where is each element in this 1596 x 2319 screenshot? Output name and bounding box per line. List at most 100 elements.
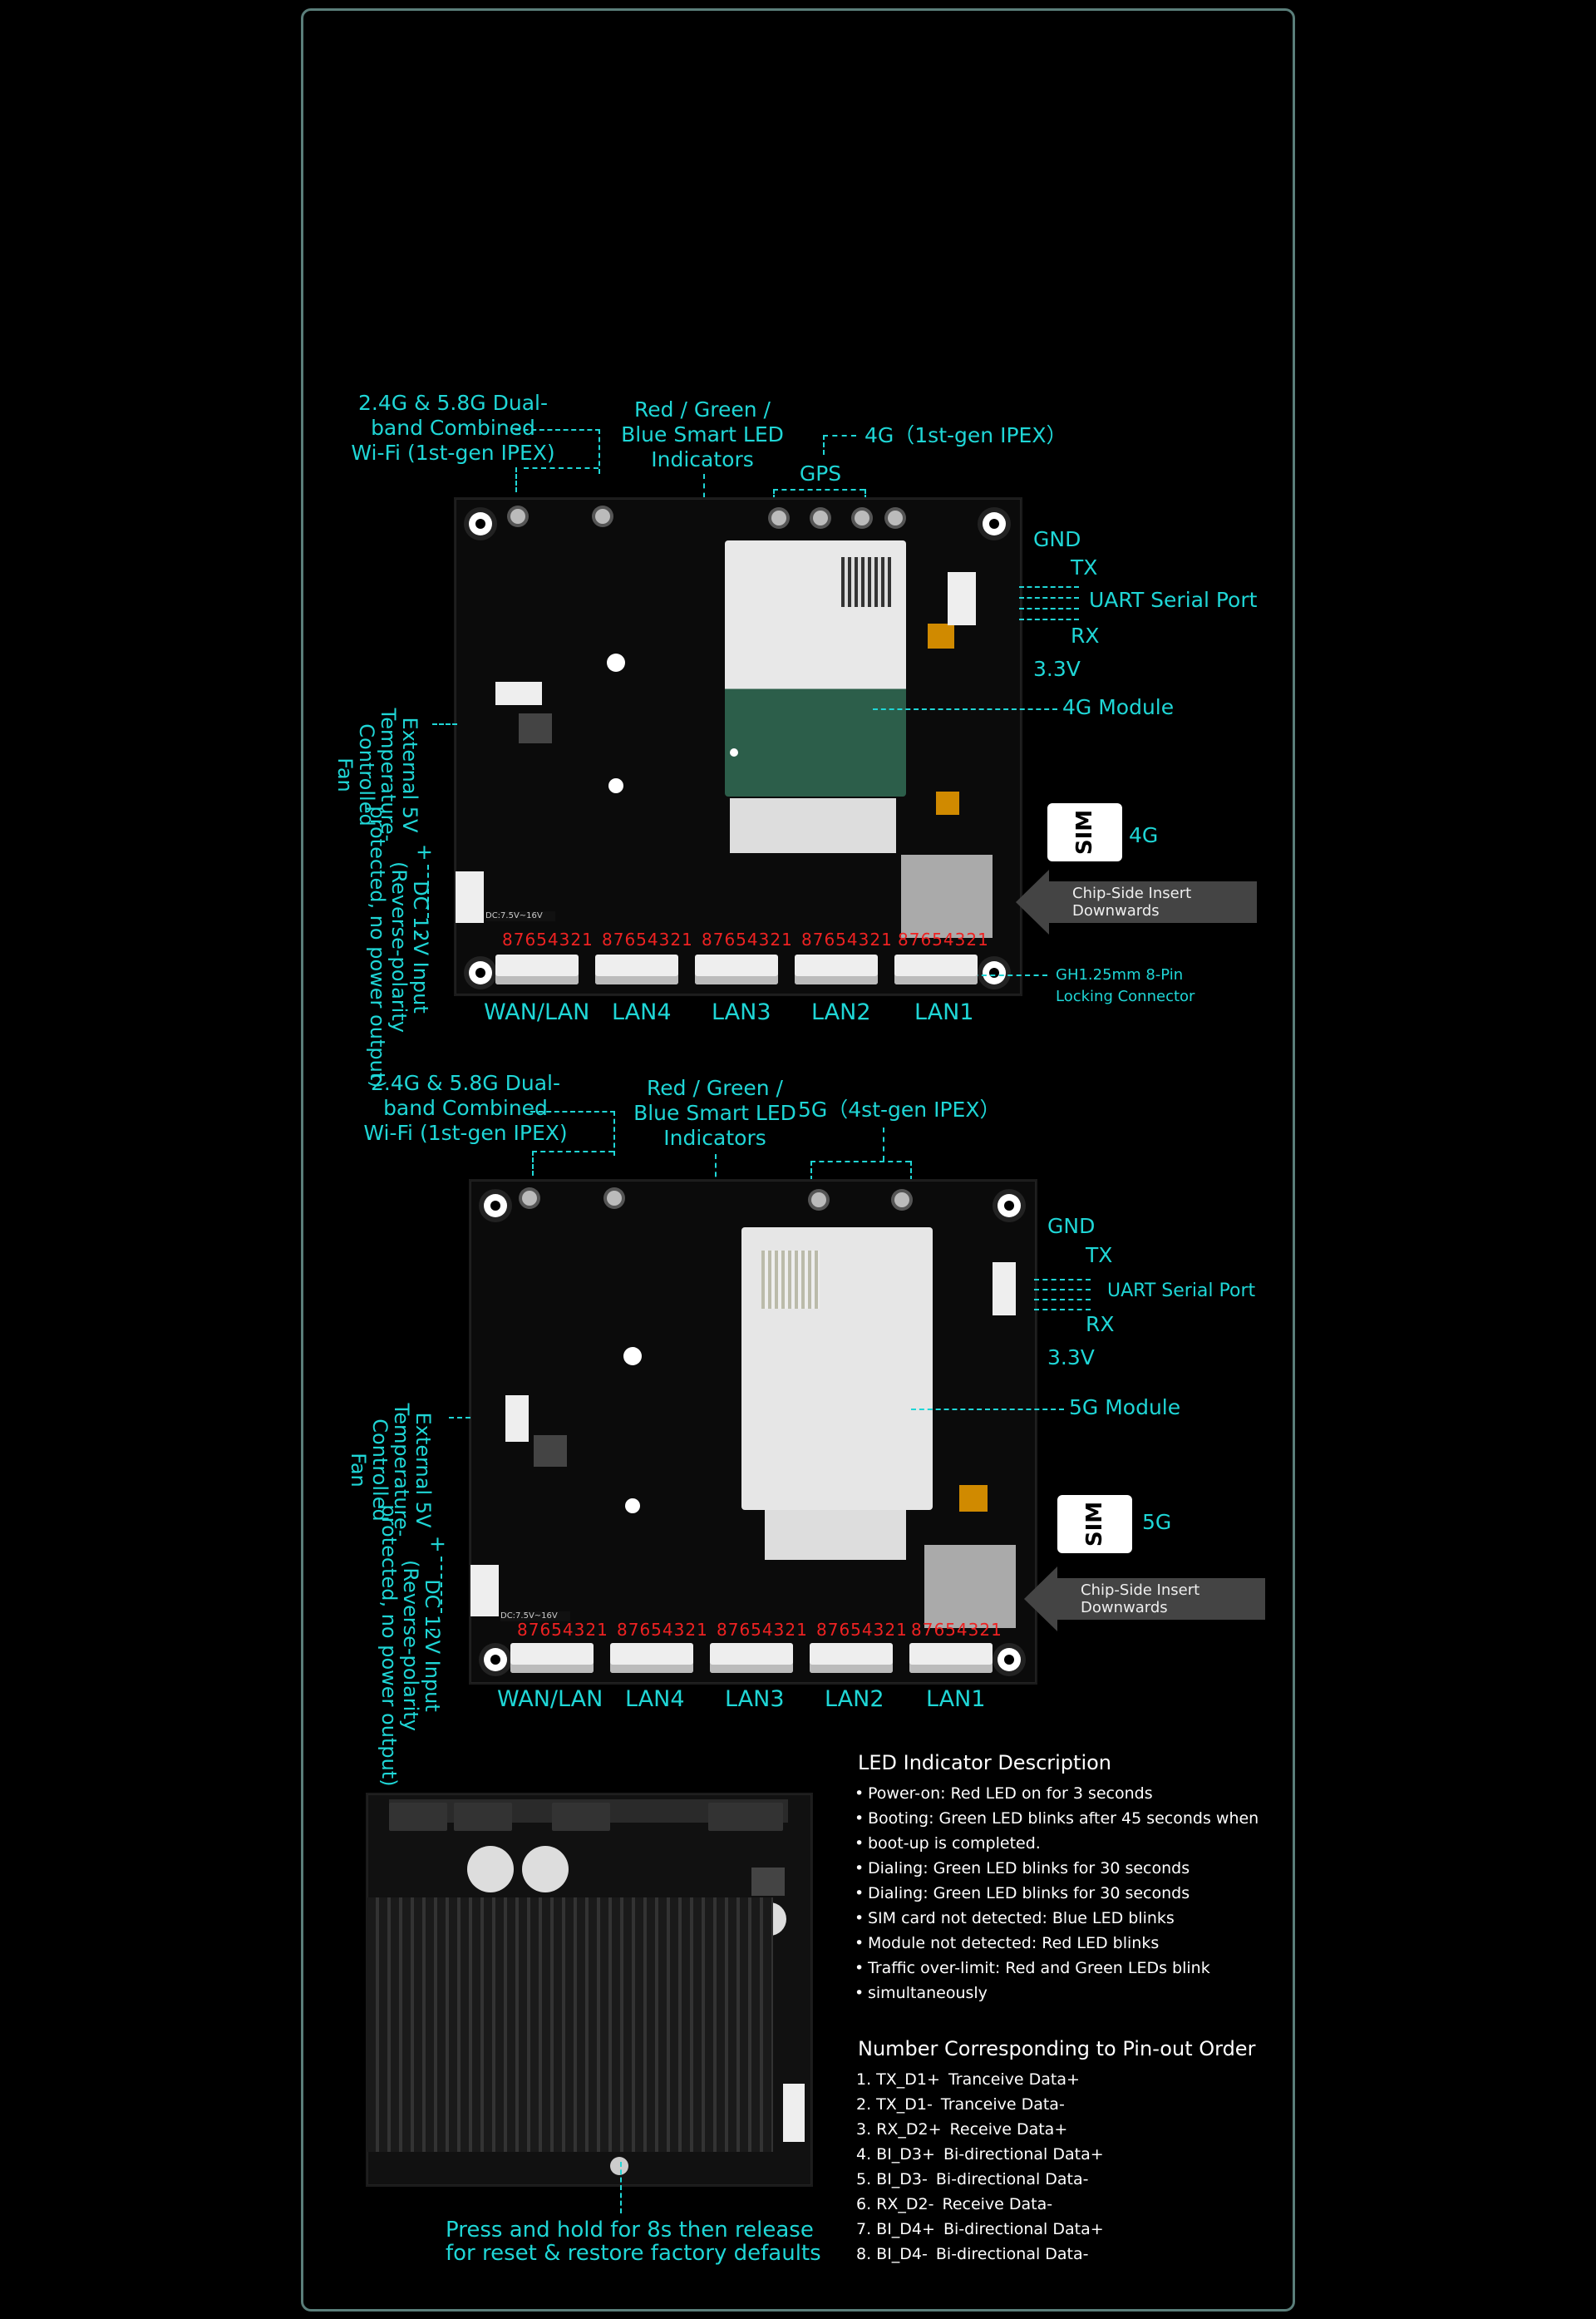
pinout-title: Number Corresponding to Pin-out Order <box>858 2037 1256 2060</box>
inductor <box>534 1435 567 1467</box>
m2-slot <box>765 1510 906 1560</box>
capacitor <box>959 1485 988 1512</box>
4g-module <box>725 540 906 797</box>
mount-hole <box>983 961 1006 984</box>
mid-rx-label: RX <box>1086 1312 1115 1336</box>
transformer-chip <box>454 1803 512 1831</box>
inductor <box>751 1868 785 1896</box>
reset-button[interactable] <box>610 2157 628 2175</box>
top-3v3-label: 3.3V <box>1033 657 1081 681</box>
mount-point <box>623 1347 642 1365</box>
reset-line <box>620 2162 622 2213</box>
pin-numbers: 87654321 <box>898 930 989 950</box>
module-line <box>911 1409 1064 1410</box>
qr-code-icon <box>761 1251 820 1309</box>
top-gps-line <box>773 489 864 491</box>
top-tx-label: TX <box>1071 555 1098 580</box>
plus-sign: + <box>429 1532 446 1556</box>
uart-line <box>1019 597 1079 599</box>
top-cell-antenna-label: 4G（1st-gen IPEX） <box>864 423 1067 447</box>
pin-numbers: 87654321 <box>517 1620 608 1640</box>
list-item: 1. TX_D1+Tranceive Data+ <box>856 2070 1080 2089</box>
port-lan4: LAN4 <box>625 1686 685 1712</box>
5g-module <box>741 1227 933 1510</box>
minus-sign: - <box>416 921 424 945</box>
eth-connector <box>810 1643 893 1673</box>
eth-connector <box>710 1643 793 1673</box>
mid-wifi-line2 <box>532 1151 613 1152</box>
mount-point <box>608 778 623 793</box>
list-item: 2. TX_D1-Tranceive Data- <box>856 2095 1065 2114</box>
port-wan-lan: WAN/LAN <box>484 999 590 1025</box>
top-rx-label: RX <box>1071 624 1100 648</box>
list-item: 7. BI_D4+Bi-directional Data+ <box>856 2220 1104 2238</box>
list-item: simultaneously <box>855 1981 1259 2006</box>
insert-arrow: Chip-Side Insert Downwards <box>1024 1567 1265 1631</box>
cell-ipex-connector <box>811 1192 826 1207</box>
list-item: 5. BI_D3-Bi-directional Data- <box>856 2170 1089 2188</box>
port-lan3: LAN3 <box>725 1686 785 1712</box>
eth-connector <box>909 1643 993 1673</box>
mount-hole <box>484 1648 507 1671</box>
mid-uart-label: UART Serial Port <box>1107 1280 1256 1301</box>
capacitor <box>936 792 959 815</box>
fan-connector <box>505 1395 529 1442</box>
top-gnd-label: GND <box>1033 527 1081 551</box>
mount-hole <box>469 512 492 535</box>
plus-sign: + <box>416 840 433 864</box>
mid-module-label: 5G Module <box>1069 1395 1181 1419</box>
list-item: Traffic over-limit: Red and Green LEDs b… <box>855 1956 1259 1981</box>
port-lan2: LAN2 <box>825 1686 884 1712</box>
sim-slot <box>924 1545 1016 1628</box>
port-lan3: LAN3 <box>712 999 771 1025</box>
transformer-chip <box>708 1803 783 1831</box>
list-item: SIM card not detected: Blue LED blinks <box>855 1906 1259 1931</box>
top-led-line <box>703 474 705 507</box>
list-item: Module not detected: Red LED blinks <box>855 1931 1259 1956</box>
module-led <box>730 748 738 757</box>
pin-numbers: 87654321 <box>617 1620 708 1640</box>
side-connector <box>783 2084 805 2142</box>
list-item: Booting: Green LED blinks after 45 secon… <box>855 1806 1259 1831</box>
top-gps-label: GPS <box>799 461 842 486</box>
uart-line <box>1034 1309 1091 1310</box>
mid-ant-l2 <box>910 1161 912 1181</box>
top-wifi-line <box>515 429 600 431</box>
uart-connector <box>948 572 976 625</box>
dc-line <box>427 865 429 918</box>
capacitor <box>928 624 954 649</box>
mid-ant-line <box>883 1127 884 1161</box>
dc-connector <box>456 871 484 923</box>
uart-line <box>1034 1299 1091 1300</box>
sim-card-icon: SIM <box>1047 803 1122 861</box>
gps-ipex-connector <box>771 511 786 525</box>
qr-code-icon <box>841 557 891 607</box>
pin-numbers: 87654321 <box>911 1620 1002 1640</box>
mid-sim-label: 5G <box>1142 1510 1172 1534</box>
wifi-ipex-connector <box>595 509 610 524</box>
mid-ant-line-h <box>810 1161 910 1162</box>
pin-numbers: 87654321 <box>502 930 594 950</box>
minus-sign: - <box>429 1616 437 1641</box>
dc-silkscreen: DC:7.5V~16V <box>500 1611 570 1621</box>
mid-3v3-label: 3.3V <box>1047 1345 1095 1369</box>
top-wifi-line2-v <box>515 467 517 492</box>
top-sim-label: 4G <box>1129 823 1159 847</box>
mid-wifi-line-v <box>613 1111 615 1156</box>
list-item: boot-up is completed. <box>855 1831 1259 1856</box>
mini-pcie-slot <box>730 798 896 853</box>
list-item: Dialing: Green LED blinks for 30 seconds <box>855 1881 1259 1906</box>
inductor <box>519 713 552 743</box>
eth-connector <box>695 955 778 984</box>
eth-connector <box>610 1643 693 1673</box>
port-wan-lan: WAN/LAN <box>497 1686 603 1712</box>
sim-card-icon: SIM <box>1057 1495 1132 1553</box>
port-lan1: LAN1 <box>926 1686 986 1712</box>
uart-line <box>1019 608 1079 609</box>
list-item: 8. BI_D4-Bi-directional Data- <box>856 2245 1089 2263</box>
